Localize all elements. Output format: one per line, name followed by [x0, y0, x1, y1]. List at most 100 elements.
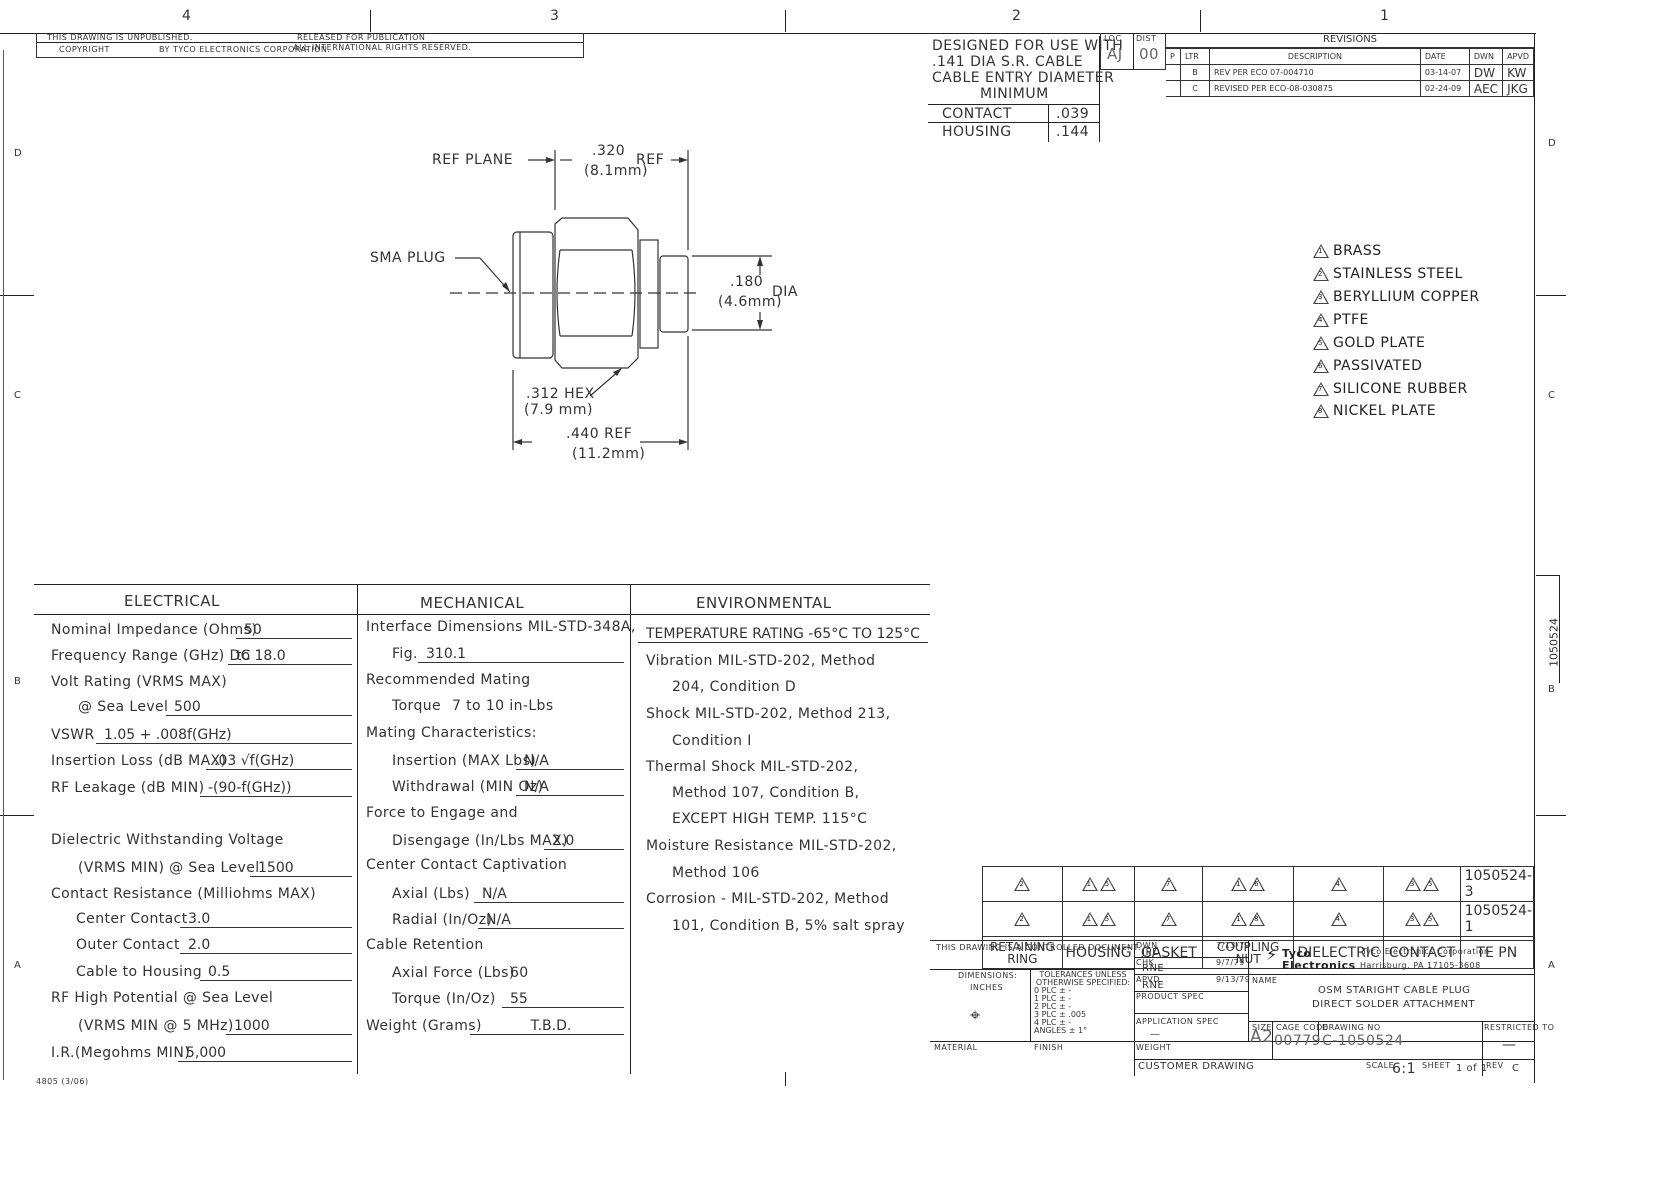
spec-value: 2.0 — [544, 833, 624, 850]
dist-label: DIST — [1136, 34, 1157, 43]
spec-label: Interface Dimensions MIL-STD-348A, — [366, 619, 636, 635]
material-name: SILICONE RUBBER — [1333, 381, 1468, 397]
spec-label: Axial Force (Lbs) — [392, 965, 515, 981]
zone-side-a: A — [14, 960, 22, 971]
rev-row-dwn: DW — [1468, 64, 1504, 81]
spec-value: to 18.0 — [228, 648, 352, 665]
spec-label: Insertion Loss (dB MAX) — [51, 753, 227, 769]
tyco-logo-icon: ⚡ — [1266, 945, 1278, 964]
product-spec-label: PRODUCT SPEC — [1136, 992, 1205, 1001]
spec-label: Torque (In/Oz) — [392, 991, 496, 1007]
spec-label: Center Contact Captivation — [366, 857, 568, 873]
copyright-text: COPYRIGHT — [59, 45, 110, 54]
spec-label: Outer Contact — [76, 937, 180, 953]
tol-row: 0 PLC ± - — [1034, 986, 1072, 995]
material-label: MATERIAL — [934, 1043, 978, 1052]
tyco-text: BY TYCO ELECTRONICS CORPORATION. — [159, 45, 331, 54]
rev-row-desc: REVISED PER ECO-08-030875 — [1209, 80, 1421, 97]
zone-divider — [370, 10, 371, 32]
spec-label: Cable Retention — [366, 937, 484, 953]
spec-value: 3.0 — [180, 911, 352, 928]
env-line: 101, Condition B, 5% salt spray — [672, 918, 905, 934]
spec-value: T.B.D. — [470, 1018, 624, 1035]
spec-label: Mating Characteristics: — [366, 725, 537, 741]
env-line: TEMPERATURE RATING -65°C TO 125°C — [638, 626, 928, 643]
spec-label: Center Contact — [76, 911, 188, 927]
spec-label: VSWR — [51, 727, 95, 743]
cable-housing-label: HOUSING — [942, 124, 1012, 140]
env-line: Method 106 — [672, 865, 760, 881]
material-name: STAINLESS STEEL — [1333, 266, 1463, 282]
zone-side-d: D — [14, 148, 23, 159]
spec-value: N/A — [516, 753, 624, 770]
cable-spec-box: DESIGNED FOR USE WITH .141 DIA S.R. CABL… — [928, 36, 1123, 142]
material-name: BERYLLIUM COPPER — [1333, 289, 1480, 305]
mat-cell: 2 — [982, 901, 1063, 937]
rev-row-apvd: KW — [1502, 64, 1534, 81]
application-spec-value: — — [1150, 1029, 1161, 1040]
tol-row: 1 PLC ± - — [1034, 994, 1072, 1003]
environmental-title: ENVIRONMENTAL — [696, 594, 832, 612]
spec-label: RF High Potential @ Sea Level — [51, 990, 274, 1006]
zone-top-3: 3 — [550, 8, 560, 24]
hex-value: .312 HEX — [526, 386, 595, 402]
spec-label: (VRMS MIN) @ Sea Level — [78, 860, 260, 876]
zone-top-4: 4 — [182, 8, 192, 24]
tol-row: ANGLES ± 1° — [1034, 1026, 1088, 1035]
spec-label: Radial (In/Oz) — [392, 912, 493, 928]
spec-value: 0.5 — [200, 964, 352, 981]
material-name: NICKEL PLATE — [1333, 403, 1437, 419]
spec-value: 7 to 10 in-Lbs — [452, 698, 554, 714]
publication-header: THIS DRAWING IS UNPUBLISHED. RELEASED FO… — [36, 33, 584, 58]
spec-label: Recommended Mating — [366, 672, 531, 688]
weight-label: WEIGHT — [1136, 1043, 1172, 1052]
material-name: PTFE — [1333, 312, 1369, 328]
env-line: Shock MIL-STD-202, Method 213, — [646, 706, 891, 722]
hex-mm: (7.9 mm) — [524, 402, 593, 418]
spec-label: Withdrawal (MIN Oz) — [392, 779, 544, 795]
spec-value: 2.0 — [180, 937, 352, 954]
spec-label: Insertion (MAX Lbs) — [392, 753, 537, 769]
customer-drawing: CUSTOMER DRAWING — [1138, 1061, 1255, 1072]
zone-side-d-right: D — [1548, 138, 1557, 149]
spec-value: 60 — [510, 965, 529, 981]
zone-divider — [785, 1072, 786, 1086]
spec-value: N/A — [474, 886, 624, 903]
spec-value: -(90-f(GHz)) — [200, 780, 352, 797]
spec-label: @ Sea Level — [78, 699, 169, 715]
spec-label: Contact Resistance (Milliohms MAX) — [51, 886, 317, 902]
zone-divider — [1536, 295, 1566, 296]
cage-label: CAGE CODE — [1276, 1023, 1329, 1032]
cable-line-3: CABLE ENTRY DIAMETER — [932, 70, 1115, 86]
spec-label: Fig. — [392, 646, 418, 662]
rev-header-apvd: APVD — [1502, 48, 1534, 65]
env-line: Thermal Shock MIL-STD-202, — [646, 759, 859, 775]
spec-value: 5,000 — [178, 1045, 352, 1062]
dwn-label: DWN — [1136, 941, 1158, 950]
env-line: Vibration MIL-STD-202, Method — [646, 653, 876, 669]
env-line: Method 107, Condition B, — [672, 785, 860, 801]
dwg-value: C-1050524 — [1322, 1033, 1404, 1049]
spec-label: Frequency Range (GHz) DC — [51, 648, 251, 664]
zone-divider — [0, 295, 34, 296]
spec-value: N/A — [478, 912, 624, 929]
spec-label: I.R.(Megohms MIN) — [51, 1045, 191, 1061]
spec-value: 310.1 — [418, 646, 624, 663]
rev-row-ltr: B — [1180, 64, 1210, 81]
zone-divider — [1200, 10, 1201, 32]
cable-line-2: .141 DIA S.R. CABLE — [932, 54, 1084, 70]
title-name-1: OSM STARIGHT CABLE PLUG — [1318, 985, 1471, 996]
